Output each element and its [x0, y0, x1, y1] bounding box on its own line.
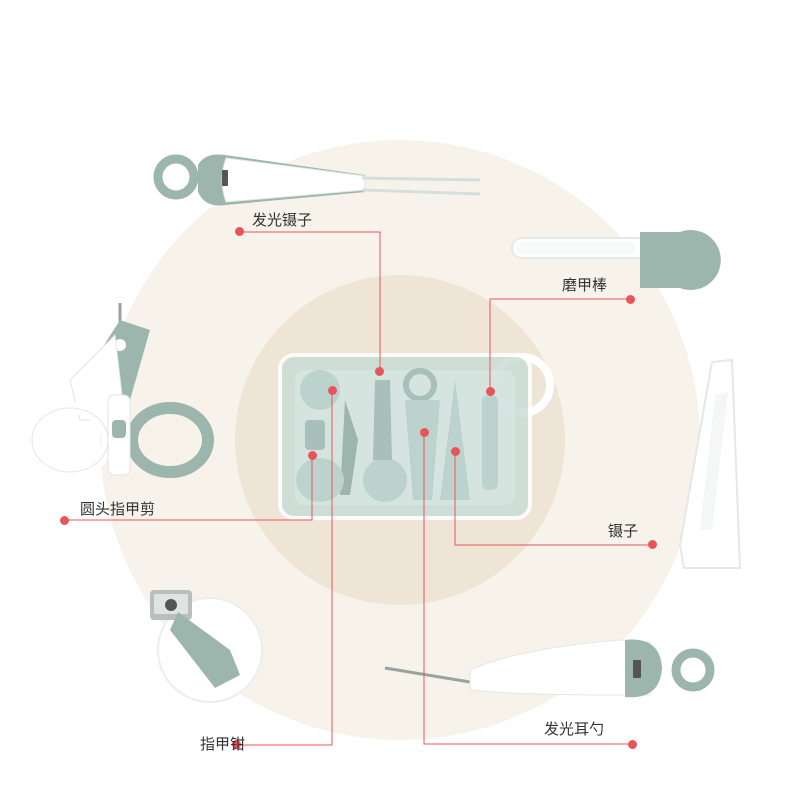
- marker-light-ear-spoon-case: [420, 428, 429, 437]
- label-light-tweezers: 发光镊子: [252, 211, 313, 229]
- marker-nail-clipper: [232, 740, 241, 749]
- storage-case-icon: [278, 353, 554, 520]
- tweezers-icon: [678, 358, 742, 569]
- marker-light-tweezers: [235, 227, 244, 236]
- marker-nail-clipper-case: [328, 386, 337, 395]
- leader-lines: [65, 231, 652, 746]
- light-ear-spoon-icon: [384, 639, 715, 698]
- marker-light-tweezers-case: [375, 367, 384, 376]
- label-light-ear-spoon: 发光耳勺: [544, 720, 605, 738]
- marker-tweezers-case: [451, 447, 460, 456]
- marker-nail-file-case: [486, 387, 495, 396]
- label-tweezers: 镊子: [608, 522, 639, 540]
- light-tweezers-icon: [153, 154, 481, 206]
- marker-round-scissors: [60, 516, 69, 525]
- marker-tweezers: [648, 540, 657, 549]
- nail-file-icon: [511, 230, 721, 290]
- nail-clipper-icon: [150, 590, 263, 703]
- marker-light-ear-spoon: [628, 740, 637, 749]
- round-scissors-icon: [26, 303, 214, 478]
- marker-round-scissors-case: [308, 451, 317, 460]
- label-round-scissors: 圆头指甲剪: [80, 500, 156, 518]
- marker-nail-file: [626, 295, 635, 304]
- label-nail-clipper: 指甲钳: [200, 735, 246, 753]
- label-nail-file: 磨甲棒: [562, 276, 608, 294]
